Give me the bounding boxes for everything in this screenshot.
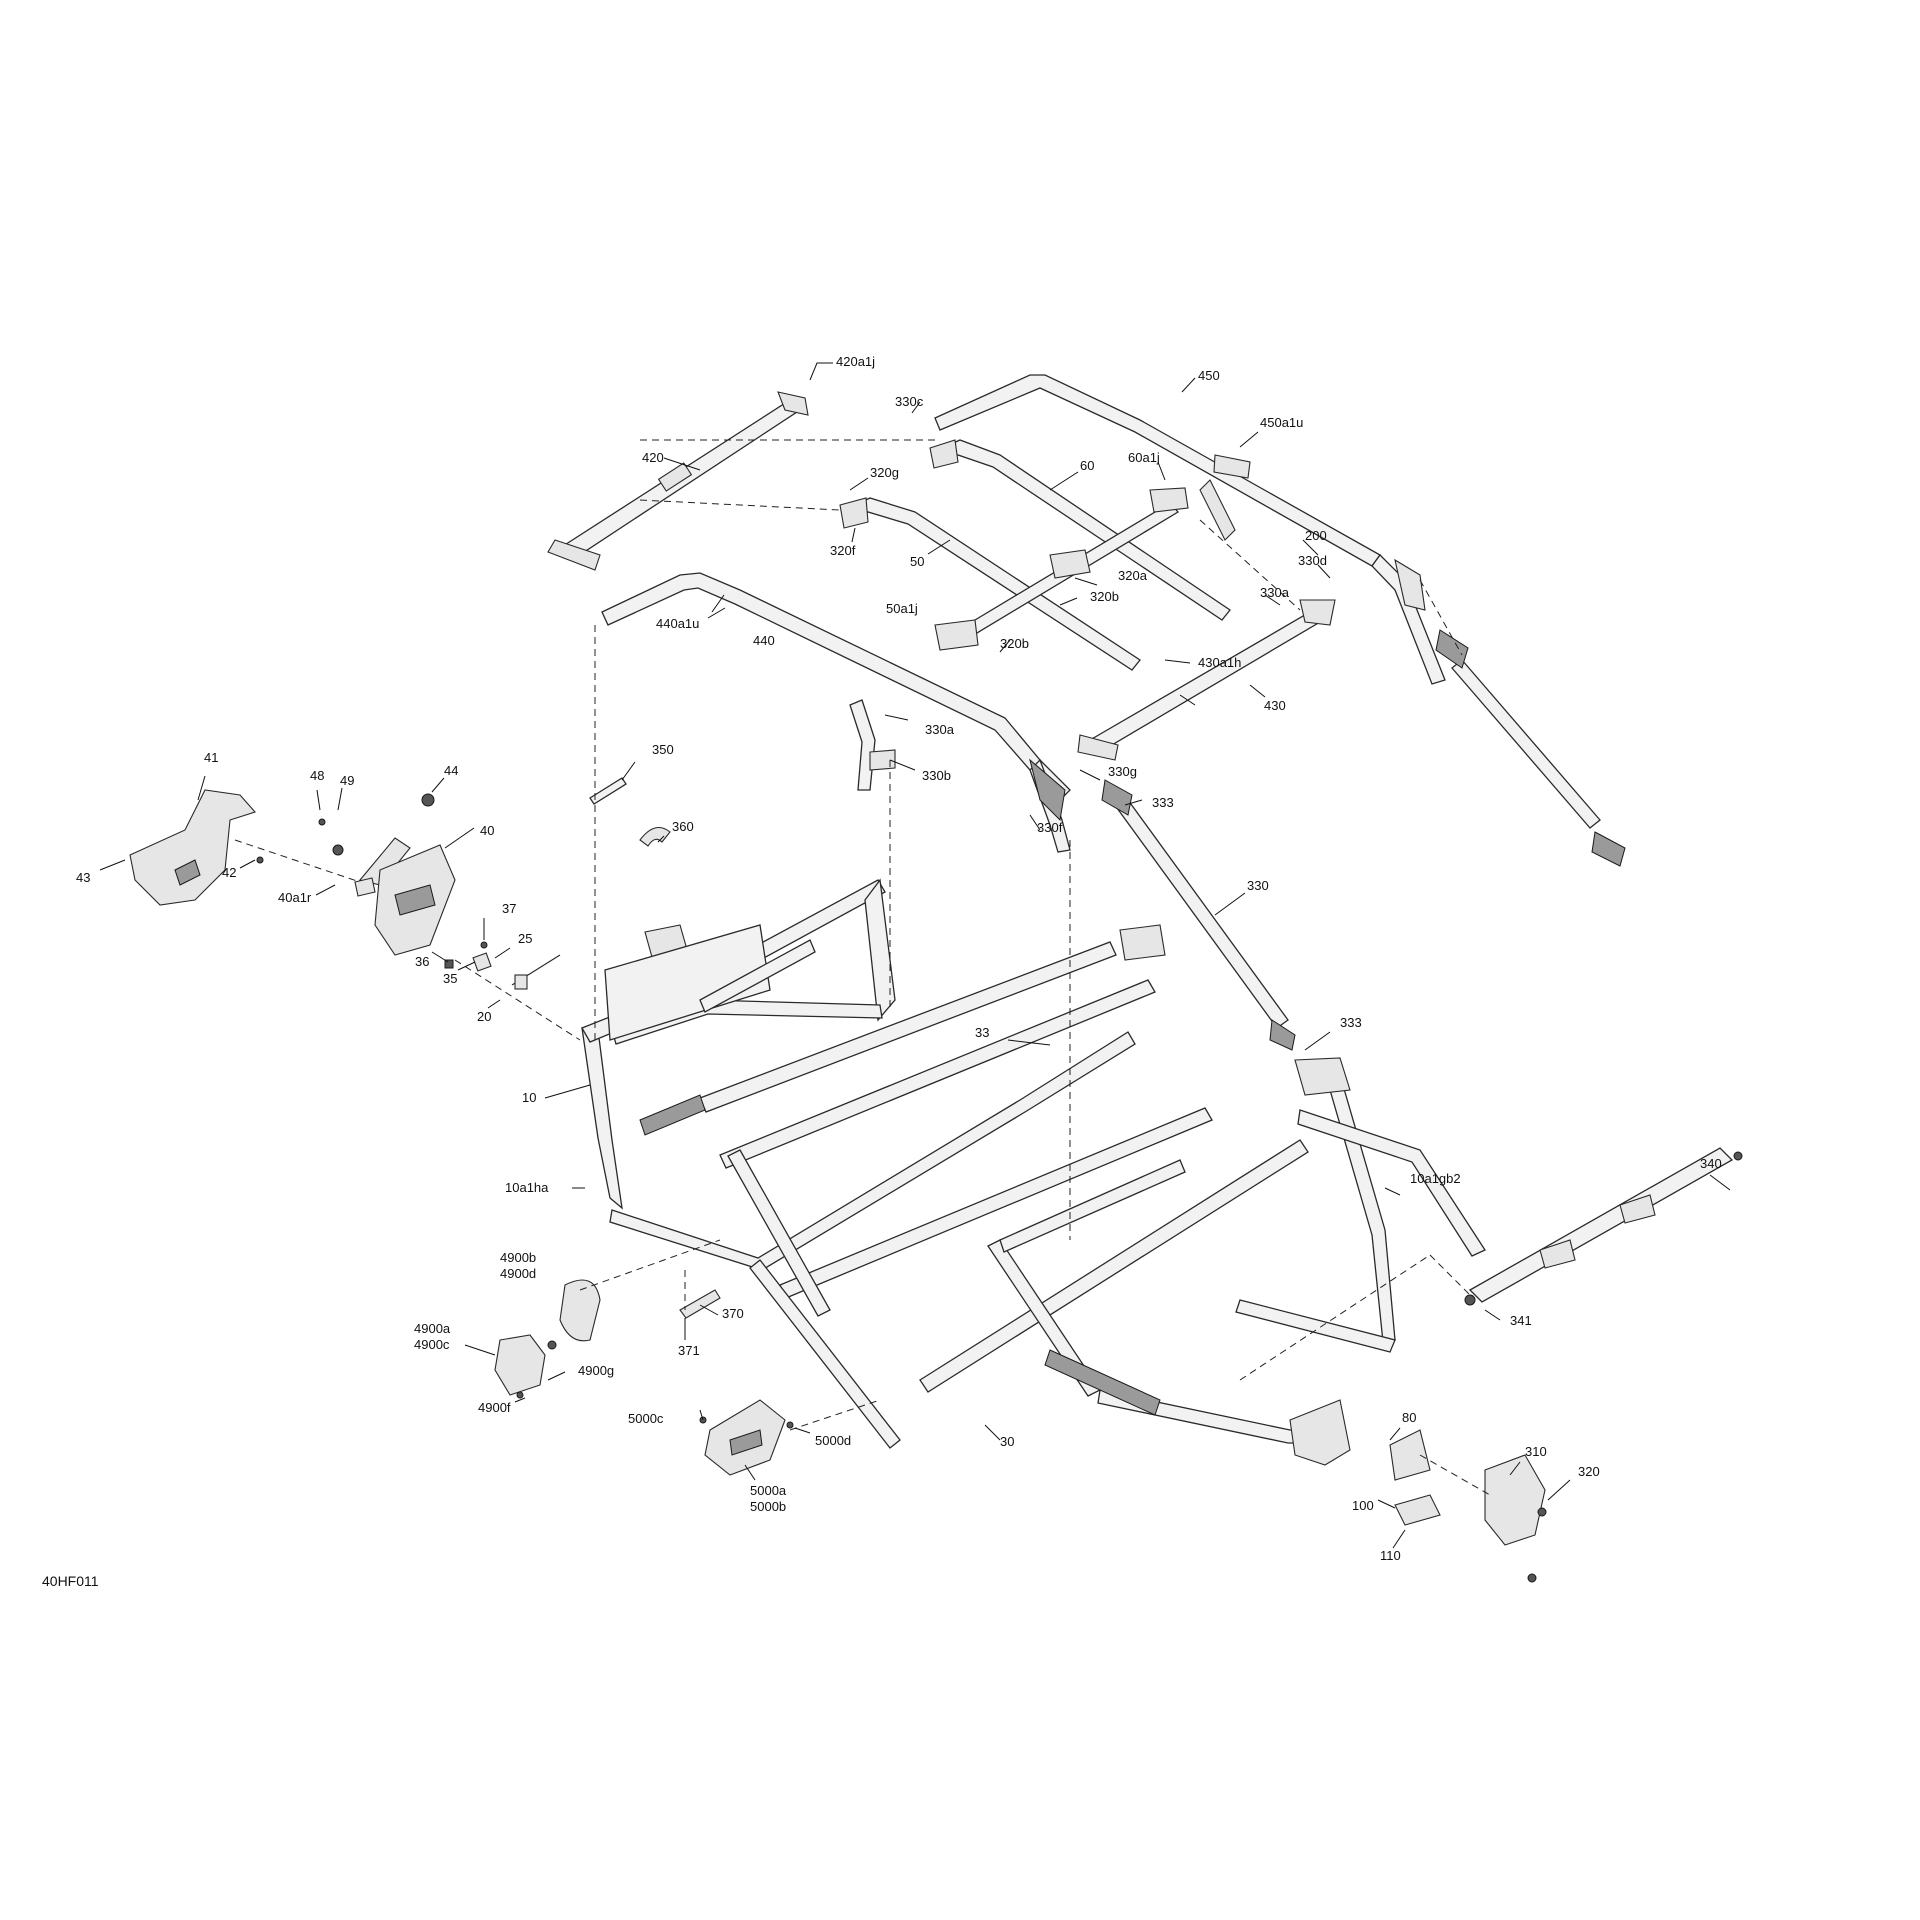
callout-420a1j: 420a1j [836, 354, 875, 369]
callout-330g: 330g [1108, 764, 1137, 779]
figure-code: 40HF011 [42, 1573, 99, 1589]
callout-48: 48 [310, 768, 324, 783]
callout-430: 430 [1264, 698, 1286, 713]
part-crossbrace [934, 487, 1189, 651]
callout-5000d: 5000d [815, 1433, 851, 1448]
callout-25: 25 [518, 931, 532, 946]
callout-420: 420 [642, 450, 664, 465]
callout-10a1gb2: 10a1gb2 [1410, 1171, 1461, 1186]
callout-4900c: 4900c [414, 1337, 450, 1352]
callout-49: 49 [340, 773, 354, 788]
callout-4900f: 4900f [478, 1400, 511, 1415]
part-430-side-bar [1077, 599, 1336, 761]
callout-5000b: 5000b [750, 1499, 786, 1514]
part-60-cross-tube [929, 439, 1231, 621]
callout-4900a: 4900a [414, 1321, 451, 1336]
part-41-skid-plate [129, 789, 256, 906]
callout-330d: 330d [1298, 553, 1327, 568]
part-330-strut [1101, 779, 1296, 1051]
callout-333-b: 333 [1340, 1015, 1362, 1030]
part-50-cross-tube [839, 497, 1141, 671]
part-200-strut [1435, 629, 1626, 867]
callout-30: 30 [1000, 1434, 1014, 1449]
callout-350: 350 [652, 742, 674, 757]
part-40-bracket [256, 793, 456, 956]
part-340-bar [1464, 1147, 1743, 1306]
part-450-roof-bar [934, 374, 1446, 685]
callout-330: 330 [1247, 878, 1269, 893]
callout-110: 110 [1380, 1548, 1401, 1563]
callout-330a-a: 330a [1260, 585, 1290, 600]
callout-320b-a: 320b [1090, 589, 1119, 604]
part-440-front-frame [601, 572, 1071, 853]
roll-cage-upper [547, 374, 1626, 1051]
callout-360: 360 [672, 819, 694, 834]
callout-440a1u: 440a1u [656, 616, 699, 631]
callout-20: 20 [477, 1009, 491, 1024]
callout-330c: 330c [895, 394, 924, 409]
part-20-hardware-stack [444, 941, 561, 990]
callout-5000a: 5000a [750, 1483, 787, 1498]
callout-320: 320 [1578, 1464, 1600, 1479]
part-10-chassis-frame [581, 878, 1486, 1466]
callout-50a1j: 50a1j [886, 601, 918, 616]
callout-440: 440 [753, 633, 775, 648]
callout-330f: 330f [1037, 820, 1063, 835]
callout-35: 35 [443, 971, 457, 986]
part-360-clip [639, 826, 671, 847]
callout-43: 43 [76, 870, 90, 885]
callout-330b: 330b [922, 768, 951, 783]
callout-4900g: 4900g [578, 1363, 614, 1378]
part-350-link [589, 777, 627, 805]
part-5000-skid-guard [699, 1399, 794, 1476]
callout-40a1r: 40a1r [278, 890, 312, 905]
callout-10a1ha: 10a1ha [505, 1180, 549, 1195]
part-4900-mount-assembly [494, 1279, 601, 1399]
callout-labels: 420a1j 330c 450 450a1u 420 320g 60 60a1j… [42, 354, 1722, 1589]
assembly-lines [234, 439, 1491, 1496]
leader-lines [99, 362, 1731, 1549]
callout-340: 340 [1700, 1156, 1722, 1171]
callout-4900b: 4900b [500, 1250, 536, 1265]
callout-371: 371 [678, 1343, 700, 1358]
callout-341: 341 [1510, 1313, 1532, 1328]
callout-310: 310 [1525, 1444, 1547, 1459]
callout-44: 44 [444, 763, 458, 778]
callout-450a1u: 450a1u [1260, 415, 1303, 430]
callout-80: 80 [1402, 1410, 1416, 1425]
callout-10: 10 [522, 1090, 536, 1105]
callout-320g-top: 320g [870, 465, 899, 480]
callout-320a: 320a [1118, 568, 1148, 583]
callout-41: 41 [204, 750, 218, 765]
callout-320f: 320f [830, 543, 856, 558]
part-370-bracket [679, 1289, 721, 1319]
part-310-bracket-assembly [1389, 1429, 1547, 1583]
callout-450: 450 [1198, 368, 1220, 383]
callout-50: 50 [910, 554, 924, 569]
callout-4900d: 4900d [500, 1266, 536, 1281]
callout-100: 100 [1352, 1498, 1374, 1513]
callout-200: 200 [1305, 528, 1327, 543]
callout-37: 37 [502, 901, 516, 916]
callout-5000c: 5000c [628, 1411, 664, 1426]
callout-60: 60 [1080, 458, 1094, 473]
part-420-crossbar [547, 391, 809, 571]
callout-40: 40 [480, 823, 494, 838]
callout-430a1h: 430a1h [1198, 655, 1241, 670]
callout-333-a: 333 [1152, 795, 1174, 810]
callout-60a1j: 60a1j [1128, 450, 1160, 465]
callout-33: 33 [975, 1025, 989, 1040]
callout-330a-b: 330a [925, 722, 955, 737]
callout-320b-b: 320b [1000, 636, 1029, 651]
callout-36: 36 [415, 954, 429, 969]
callout-42: 42 [222, 865, 236, 880]
callout-370: 370 [722, 1306, 744, 1321]
